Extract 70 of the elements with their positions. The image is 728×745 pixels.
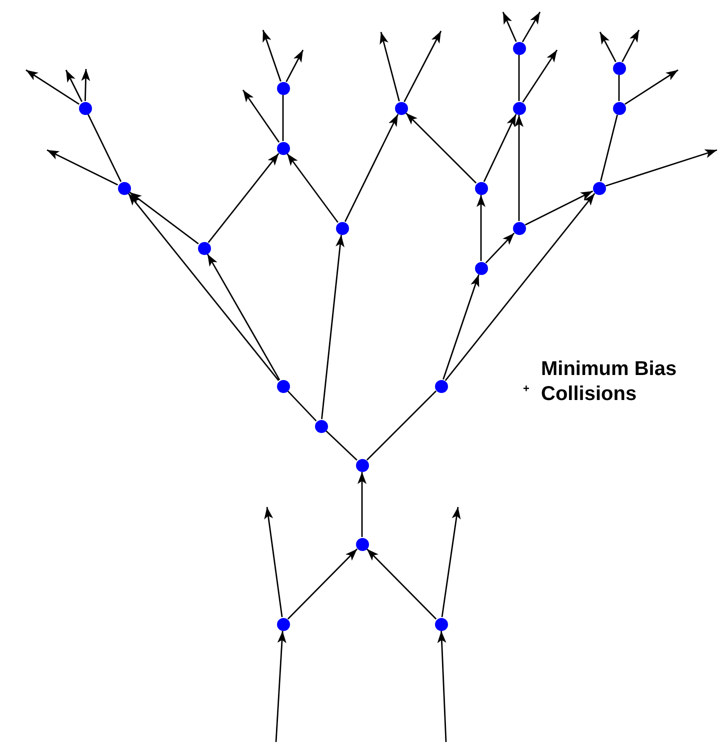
- arrow: [286, 153, 338, 223]
- vertex-dot: [592, 182, 606, 194]
- arrow: [437, 630, 447, 742]
- vertex-dot: [276, 380, 290, 392]
- vertex-dot: [118, 182, 130, 194]
- vertex-dot: [356, 538, 368, 550]
- caption-label: Minimum Bias Collisions: [541, 357, 678, 407]
- vertex-dot: [356, 458, 368, 472]
- arrow: [275, 630, 286, 742]
- arrow: [441, 506, 461, 618]
- arrow: [128, 193, 280, 381]
- arrow: [358, 472, 366, 537]
- arrow: [81, 68, 90, 102]
- vertex-dot: [336, 222, 348, 234]
- vertex-dot: [474, 182, 488, 194]
- connector-line: [87, 114, 122, 182]
- vertex-dot: [512, 102, 526, 114]
- arrow: [522, 50, 558, 103]
- arrow: [286, 50, 304, 82]
- connector-line: [326, 430, 358, 461]
- arrow: [208, 153, 280, 243]
- arrow: [262, 30, 282, 82]
- vertex-dot: [512, 222, 526, 234]
- plus-label: +: [523, 383, 530, 397]
- vertex-dot: [474, 262, 488, 274]
- arrow: [622, 30, 640, 62]
- connector-line: [600, 114, 618, 182]
- vertex-dot: [78, 102, 92, 114]
- connector-line: [518, 55, 520, 101]
- arrow: [483, 114, 517, 182]
- arrow: [287, 548, 358, 620]
- arrow: [624, 69, 678, 105]
- connector-line: [618, 75, 620, 101]
- arrow: [366, 548, 437, 620]
- arrow: [514, 115, 524, 221]
- arrow: [522, 12, 541, 42]
- vertex-dot: [198, 242, 210, 254]
- arrow: [242, 90, 280, 143]
- arrow: [502, 12, 517, 42]
- arrow: [129, 192, 199, 244]
- arrow: [442, 274, 480, 380]
- vertex-dot: [276, 618, 290, 630]
- arrow: [46, 149, 118, 186]
- vertex-dot: [512, 42, 526, 54]
- arrow: [404, 30, 442, 102]
- arrow: [264, 506, 283, 618]
- arrow: [476, 195, 486, 261]
- vertex-dot: [276, 142, 290, 154]
- vertex-dot: [314, 420, 328, 432]
- vertex-dot: [434, 618, 448, 630]
- arrow: [380, 32, 400, 102]
- vertex-dot: [394, 102, 408, 114]
- arrow: [605, 149, 718, 187]
- arrow: [26, 69, 80, 105]
- arrow: [65, 70, 82, 102]
- connector-line: [282, 95, 284, 141]
- vertex-dot: [612, 102, 626, 114]
- vertex-dot: [612, 62, 626, 74]
- arrow: [321, 234, 344, 420]
- arrow: [444, 193, 596, 381]
- vertex-dot: [434, 380, 448, 392]
- arrow: [405, 112, 477, 184]
- arrow: [524, 190, 594, 226]
- arrow: [344, 114, 399, 222]
- connector-line: [366, 390, 437, 461]
- arrow: [485, 232, 515, 264]
- vertex-dot: [276, 82, 290, 94]
- arrow: [206, 254, 280, 380]
- connector-line: [287, 390, 317, 422]
- arrow: [599, 32, 616, 62]
